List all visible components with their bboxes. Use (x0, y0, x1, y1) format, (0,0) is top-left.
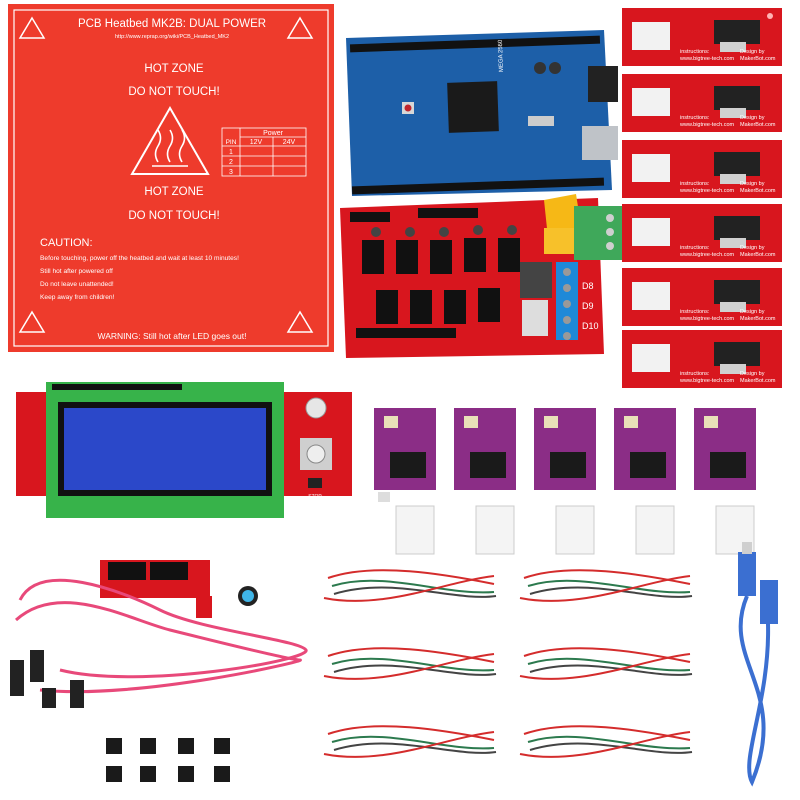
ramps-output-d10: D10 (582, 321, 599, 331)
endstop-site: www.bigtree-tech.com (679, 252, 735, 258)
caution-title: CAUTION: (40, 237, 93, 249)
power-header: Power (263, 130, 284, 137)
usb-cable (738, 542, 778, 787)
motor-cable (519, 725, 693, 758)
endstop-board: instructions: www.bigtree-tech.com Desig… (622, 140, 782, 198)
volt-12-header: 12V (250, 139, 263, 146)
endstop-makerbot: MakerBot.com (740, 252, 776, 258)
motor-cable (323, 725, 497, 758)
endstop-design-by: Design by (740, 49, 765, 55)
lcd-adapter-board (100, 560, 258, 618)
endstop-makerbot: MakerBot.com (740, 378, 776, 384)
endstop-board: instructions: www.bigtree-tech.com Desig… (622, 330, 782, 388)
endstop-makerbot: MakerBot.com (740, 122, 776, 128)
jumper-caps (106, 738, 230, 782)
endstop-site: www.bigtree-tech.com (679, 316, 735, 322)
endstop-site: www.bigtree-tech.com (679, 56, 735, 62)
stop-button[interactable] (308, 478, 322, 488)
pin-2: 2 (229, 159, 233, 166)
lcd-screen (64, 408, 266, 490)
caution-line: Keep away from children! (40, 294, 115, 301)
hot-surface-icon (130, 105, 210, 175)
ribbon-cable (14, 578, 308, 694)
stepper-driver (534, 408, 596, 555)
volt-24-header: 24V (283, 139, 296, 146)
hot-zone-text-bottom: HOT ZONE (144, 186, 204, 198)
endstop-design-by: Design by (740, 371, 765, 377)
endstop-instructions: instructions: (680, 245, 710, 251)
pin-3: 3 (229, 169, 233, 176)
motor-cable (323, 569, 497, 602)
endstop-design-by: Design by (740, 181, 765, 187)
endstop-site: www.bigtree-tech.com (679, 188, 735, 194)
endstop-board: instructions: www.bigtree-tech.com Desig… (622, 268, 782, 326)
caution-line: Before touching, power off the heatbed a… (40, 255, 239, 262)
pin-1: 1 (229, 149, 233, 156)
endstop-instructions: instructions: (680, 309, 710, 315)
motor-cable (519, 647, 693, 680)
endstop-design-by: Design by (740, 245, 765, 251)
ramps-output-d8: D8 (582, 281, 594, 291)
endstop-board: instructions: www.bigtree-tech.com Desig… (622, 204, 782, 262)
endstop-site: www.bigtree-tech.com (679, 122, 735, 128)
motor-cable (323, 647, 497, 680)
endstop-site: www.bigtree-tech.com (679, 378, 735, 384)
heatbed-url: http://www.reprap.org/wiki/PCB_Heatbed_M… (115, 34, 229, 40)
ribbon-connectors (10, 650, 84, 708)
ramps-output-d9: D9 (582, 301, 594, 311)
endstop-board: www.bigtree-tech.com instructions: Desig… (622, 8, 782, 66)
do-not-touch-text-bottom: DO NOT TOUCH! (128, 210, 219, 222)
lcd-controller: STOP (16, 382, 352, 518)
endstop-makerbot: MakerBot.com (740, 316, 776, 322)
motor-cable (519, 569, 693, 602)
stepper-driver (374, 408, 436, 555)
endstop-makerbot: MakerBot.com (740, 56, 776, 62)
stepper-driver (694, 408, 756, 555)
pin-header: PIN (226, 139, 237, 146)
endstop-instructions: instructions: (680, 49, 710, 55)
heatbed-board: PCB Heatbed MK2B: DUAL POWER http://www.… (8, 4, 334, 352)
heatbed-title: PCB Heatbed MK2B: DUAL POWER (78, 18, 266, 30)
warning-triangle-icon (18, 16, 314, 333)
endstop-design-by: Design by (740, 115, 765, 121)
caution-line: Do not leave unattended! (40, 281, 114, 288)
hot-zone-text-top: HOT ZONE (144, 63, 204, 75)
endstop-makerbot: MakerBot.com (740, 188, 776, 194)
do-not-touch-text-top: DO NOT TOUCH! (128, 86, 219, 98)
arduino-mega-board: MEGA 2560 (346, 30, 618, 196)
motor-cables (323, 569, 693, 758)
stepper-driver (454, 408, 516, 555)
buzzer (305, 397, 327, 419)
mega-label: MEGA 2560 (498, 39, 505, 72)
stop-label: STOP (308, 494, 322, 500)
warning-text: WARNING: Still hot after LED goes out! (98, 331, 247, 341)
ramps-shield-board: D8 D9 D10 (340, 194, 624, 358)
endstop-instructions: instructions: (680, 371, 710, 377)
endstop-instructions: instructions: (680, 115, 710, 121)
stepper-driver (614, 408, 676, 555)
power-table (221, 127, 307, 177)
stepper-drivers (374, 408, 756, 555)
caution-line: Still hot after powered off (40, 268, 113, 275)
endstop-instructions: instructions: (680, 181, 710, 187)
endstop-board: instructions: www.bigtree-tech.com Desig… (622, 74, 782, 132)
endstop-column: www.bigtree-tech.com instructions: Desig… (622, 8, 782, 388)
endstop-design-by: Design by (740, 309, 765, 315)
